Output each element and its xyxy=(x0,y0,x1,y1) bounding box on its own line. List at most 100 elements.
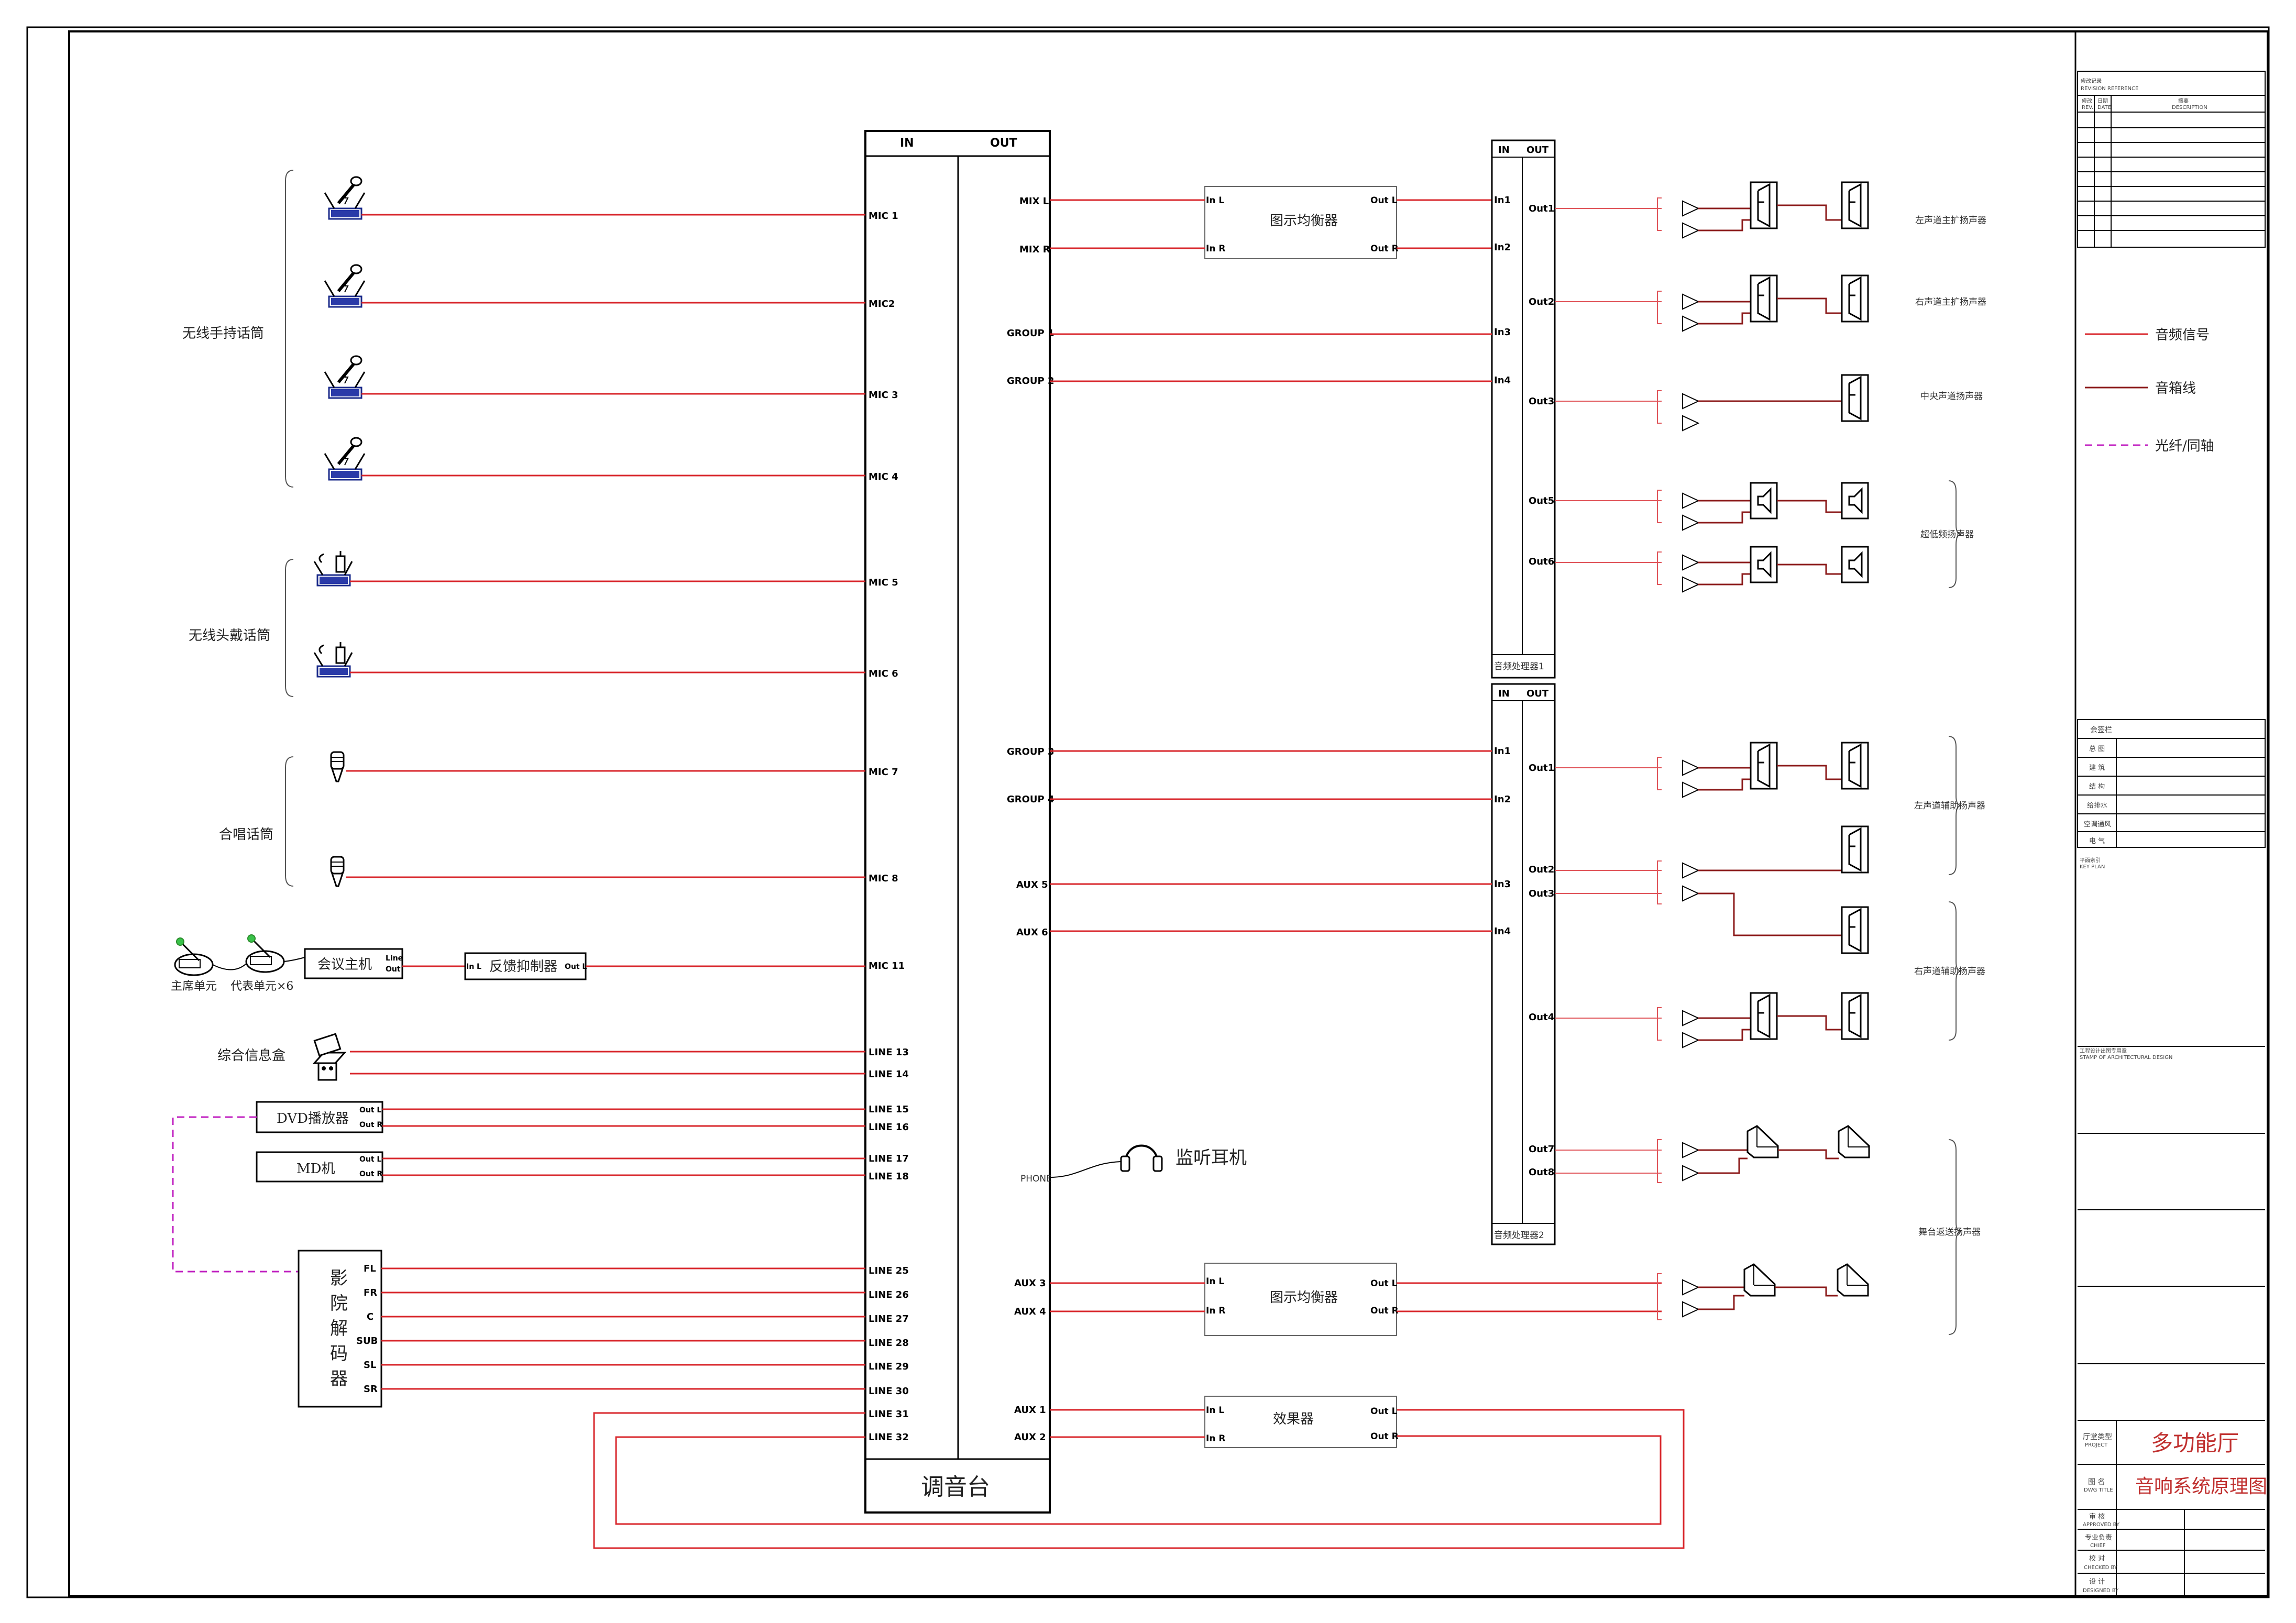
stamp-en: STAMP OF ARCHITECTURAL DESIGN xyxy=(2080,1055,2172,1061)
eq2-out-l: Out L xyxy=(1370,1278,1398,1289)
mixer-title: 调音台 xyxy=(921,1474,990,1500)
ap2-out-port: Out4 xyxy=(1529,1012,1554,1023)
legend-fiber-coax: 光纤/同轴 xyxy=(2155,438,2214,454)
cinema-decoder-char: 器 xyxy=(330,1368,348,1389)
center-speaker-label: 中央声道扬声器 xyxy=(1920,391,1983,402)
mixer-inputs: MIC 1 MIC2 MIC 3 MIC 4 MIC 5 MIC 6 MIC 7… xyxy=(869,211,909,1443)
keyplan-cn: 平面索引 xyxy=(2080,857,2101,864)
signoff-discipline: 电 气 xyxy=(2089,837,2105,845)
project-type-cn: 厅堂类型 xyxy=(2083,1433,2112,1441)
stage-monitor-icon xyxy=(1837,1263,1869,1297)
amplifier-icon xyxy=(1682,294,1699,310)
revision-col-desc: 摘要 xyxy=(2178,97,2189,104)
feedback-suppressor-in-port: In L xyxy=(466,963,481,971)
eq2-in-r: In R xyxy=(1206,1306,1225,1316)
decoder-port-label: FL xyxy=(364,1263,376,1274)
drawing-name: 音响系统原理图 xyxy=(2135,1476,2267,1497)
aux-speaker-icon xyxy=(1841,906,1869,954)
amplifier-icon xyxy=(1682,415,1699,431)
feedback-suppressor-label: 反馈抑制器 xyxy=(489,959,557,975)
source-brackets: 无线手持话筒 无线头戴话筒 合唱话筒 xyxy=(182,170,294,887)
drawing-title-cn: 图 名 xyxy=(2088,1478,2105,1486)
ap1-in-port: In2 xyxy=(1494,242,1511,253)
mixer-input-label: MIC 8 xyxy=(869,873,898,884)
designed-cn: 设 计 xyxy=(2089,1578,2105,1586)
dvd-md-sources: DVD播放器 Out L Out R MD机 Out L Out R xyxy=(172,1101,865,1273)
ap2-label: 音频处理器2 xyxy=(1494,1230,1544,1241)
wireless-handheld-mic-icon xyxy=(325,177,365,219)
mixer-input-label: LINE 30 xyxy=(869,1386,909,1397)
amplifier-icon xyxy=(1682,1165,1699,1181)
mixer-input-label: MIC 11 xyxy=(869,960,905,971)
conference-host-label: 会议主机 xyxy=(317,957,372,973)
designed-en: DESIGNED BY xyxy=(2083,1588,2119,1594)
mixer-output-label: AUX 1 xyxy=(1014,1405,1046,1416)
conference-system: 主席单元 代表单元×6 会议主机 Line Out In L 反馈抑制器 Out… xyxy=(171,934,865,993)
ap2-in-header: IN xyxy=(1498,688,1510,699)
aux-speaker-icon xyxy=(1841,992,1869,1040)
info-box-label: 综合信息盒 xyxy=(217,1048,285,1064)
mixer-output-label: AUX 4 xyxy=(1014,1306,1046,1317)
project-name: 多功能厅 xyxy=(2151,1430,2239,1456)
title-block xyxy=(2077,71,2266,1596)
revision-col-rev-en: REV. xyxy=(2082,105,2093,111)
fx-label: 效果器 xyxy=(1273,1411,1314,1427)
checked-en: CHECKED BY xyxy=(2084,1565,2118,1571)
ap2-out-port: Out2 xyxy=(1529,864,1554,875)
revision-title-en: REVISION REFERENCE xyxy=(2081,86,2138,92)
subwoofer-label: 超低频扬声器 xyxy=(1920,529,1974,540)
feedback-suppressor-out-port: Out L xyxy=(565,963,587,971)
decoder-port-label: FR xyxy=(364,1287,377,1298)
mixer-input-label: LINE 32 xyxy=(869,1432,909,1443)
cinema-decoder-char: 院 xyxy=(330,1293,348,1314)
mixer-input-label: LINE 16 xyxy=(869,1122,909,1133)
mixer: IN OUT 调音台 xyxy=(864,130,1051,1514)
decoder-port-label: SR xyxy=(364,1384,378,1395)
fx-in-l: In L xyxy=(1206,1405,1224,1416)
aux-speaker-icon xyxy=(1750,992,1778,1040)
mixer-input-label: LINE 13 xyxy=(869,1047,909,1058)
chief-cn: 专业负责 xyxy=(2085,1534,2112,1542)
mixer-input-label: LINE 26 xyxy=(869,1289,909,1300)
mic-signal-lines xyxy=(346,214,865,878)
mixer-output-label: MIX R xyxy=(1019,244,1050,255)
legend-audio-signal: 音频信号 xyxy=(2155,327,2210,343)
subwoofer-icon xyxy=(1750,546,1778,583)
amplifier-icon xyxy=(1682,863,1699,878)
title-block-text: 修改记录 REVISION REFERENCE 修改 REV. 日期 DATE … xyxy=(2080,78,2267,1594)
ap1-out-port: Out5 xyxy=(1529,495,1554,506)
conference-host-box xyxy=(304,948,403,979)
choir-mic-icon xyxy=(330,856,345,887)
subwoofer-icon xyxy=(1841,546,1869,583)
ap1-out-port: Out1 xyxy=(1529,203,1554,214)
ap2-in-port: In3 xyxy=(1494,879,1511,890)
audio-processor-1: IN OUT 音频处理器1 In1 In2 In3 In4 Out1 Out2 … xyxy=(1491,139,1556,679)
info-box: 综合信息盒 xyxy=(217,1033,865,1081)
stage-monitor-label: 舞台返送扬声器 xyxy=(1918,1227,1981,1238)
ap2-out-port: Out3 xyxy=(1529,888,1554,899)
effects-processor: In L In R Out L Out R 效果器 xyxy=(1204,1396,1399,1448)
eq1-label: 图示均衡器 xyxy=(1270,213,1338,229)
ap1-in-header: IN xyxy=(1498,145,1510,156)
revision-col-date: 日期 xyxy=(2097,98,2108,104)
amplifier-icon xyxy=(1682,223,1699,238)
chairman-unit-icon xyxy=(174,937,214,976)
cinema-decoder-char: 解 xyxy=(330,1318,348,1339)
mixer-output-label: GROUP 1 xyxy=(1007,328,1054,339)
fx-in-r: In R xyxy=(1206,1433,1225,1444)
mixer-input-label: LINE 25 xyxy=(869,1265,909,1276)
amplifier-icon xyxy=(1682,201,1699,216)
speaker-group-labels: 左声道主扩扬声器 右声道主扩扬声器 中央声道扬声器 超低频扬声器 左声道辅助扬声… xyxy=(1914,215,1986,1335)
stage-monitor-icon xyxy=(1746,1125,1779,1158)
mixer-output-label: MIX L xyxy=(1019,196,1049,207)
wireless-handheld-mic-icon xyxy=(325,265,365,307)
ap1-out-port: Out3 xyxy=(1529,396,1554,407)
drawing-title-en: DWG TITLE xyxy=(2084,1487,2113,1493)
signoff-discipline: 总 图 xyxy=(2089,745,2105,753)
revision-col-date-en: DATE xyxy=(2097,105,2111,111)
graphic-eq-2: In L In R Out L Out R 图示均衡器 xyxy=(1204,1263,1399,1336)
choir-mic-label: 合唱话筒 xyxy=(219,827,273,843)
microphones xyxy=(313,177,365,887)
dvd-out-r: Out R xyxy=(359,1121,382,1129)
mixer-output-label: GROUP 4 xyxy=(1007,794,1054,805)
